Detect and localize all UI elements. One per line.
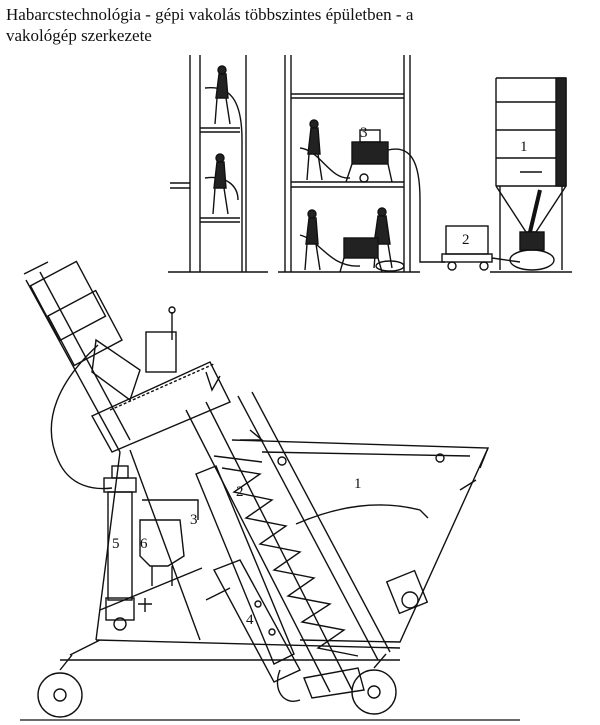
left-building [168, 55, 268, 273]
silo [490, 77, 572, 273]
label-top-3: 3 [360, 125, 368, 141]
label-machine-4: 4 [246, 612, 254, 628]
mixer-unit [441, 225, 521, 271]
drive-motor [29, 260, 231, 453]
front-wheel [37, 654, 83, 718]
rear-wheel [351, 653, 397, 715]
label-machine-2: 2 [236, 484, 244, 500]
label-top-2: 2 [462, 232, 470, 248]
label-top-1: 1 [520, 139, 528, 155]
plastering-machine-lower-small [339, 237, 405, 273]
label-machine-6: 6 [140, 536, 148, 552]
worker-upper-left [214, 65, 231, 125]
rear-hook [276, 669, 301, 702]
label-machine-1: 1 [354, 476, 362, 492]
worker-middle-lower [304, 209, 321, 271]
plastering-machine-upper-small [345, 129, 393, 183]
delivery-hose [50, 344, 113, 490]
worker-middle-upper [306, 119, 323, 181]
label-machine-5: 5 [112, 536, 120, 552]
worker-lower-left [212, 153, 229, 215]
compressor [195, 465, 301, 683]
label-machine-3: 3 [190, 512, 198, 528]
air-chamber [139, 499, 199, 586]
pump-cylinder [103, 465, 152, 631]
figure-title: Habarcstechnológia - gépi vakolás többsz… [6, 5, 414, 45]
screw-conveyor [185, 391, 391, 699]
hopper [231, 439, 490, 643]
middle-building [278, 55, 445, 273]
